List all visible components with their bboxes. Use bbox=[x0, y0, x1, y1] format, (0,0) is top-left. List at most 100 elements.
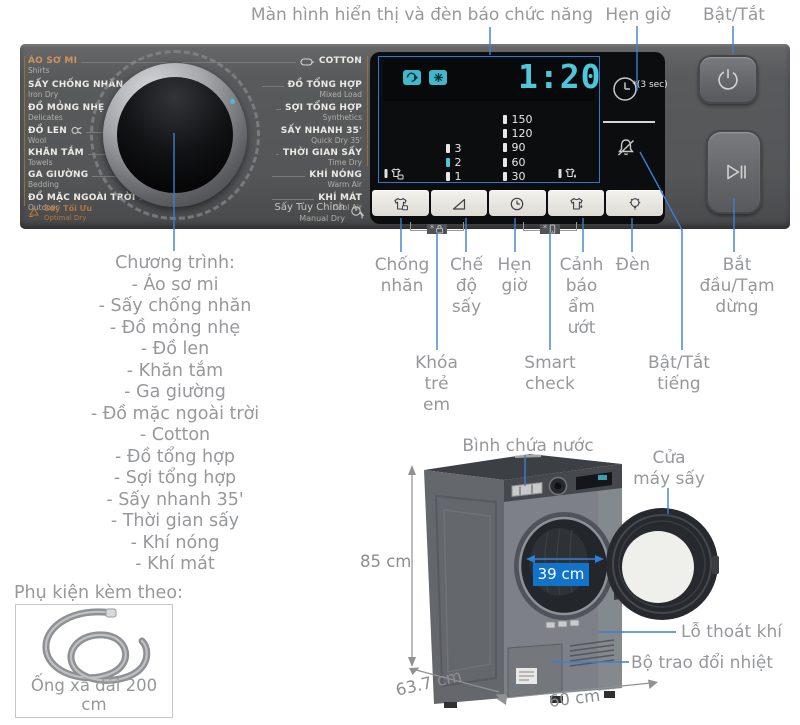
display-title-label: Màn hình hiển thị và đèn báo chức năng bbox=[250, 5, 594, 25]
program-vn: GA GIƯỜNG bbox=[28, 170, 89, 180]
vent-label: Lỗ thoát khí bbox=[681, 622, 782, 642]
list-item: - Thời gian sấy bbox=[110, 511, 240, 531]
level-marker bbox=[503, 128, 507, 138]
timer-label: Hẹn giờ bbox=[497, 255, 532, 297]
program-en: Bedding bbox=[28, 180, 59, 190]
program-list: Chương trình: - Áo sơ mi - Sấy chống nhă… bbox=[60, 253, 290, 576]
manual-dry-note: Sấy Tùy Chỉnh Manual Dry bbox=[274, 202, 366, 224]
lamp-label: Đèn bbox=[615, 255, 651, 275]
smart-check-combo-bracket: * bbox=[523, 222, 577, 234]
power-top-label: Bật/Tắt bbox=[703, 5, 765, 25]
dry-level-button[interactable] bbox=[430, 190, 488, 216]
list-item: - Sấy nhanh 35' bbox=[106, 489, 244, 510]
child-lock-combo-bracket: * bbox=[410, 222, 464, 234]
dry-level-label: Chế độ sấy bbox=[449, 255, 484, 318]
optimal-dry-rail-right bbox=[367, 56, 368, 166]
clock-icon bbox=[511, 197, 524, 210]
program-en: Shirts bbox=[28, 66, 50, 76]
accessories-title: Phụ kiện kèm theo: bbox=[14, 583, 183, 603]
manual-dry-hand-icon bbox=[351, 206, 364, 219]
manual-dry-vn: Sấy Tùy Chỉnh bbox=[274, 202, 345, 213]
time-value: 30 bbox=[511, 169, 526, 183]
level-marker-active bbox=[446, 157, 450, 167]
hold-star: * bbox=[542, 223, 548, 234]
wet-alert-button[interactable] bbox=[547, 190, 605, 216]
program-en: Quick Dry 35' bbox=[311, 136, 362, 146]
sound-toggle-label: Bật/Tắt tiếng bbox=[648, 353, 710, 395]
time-row: 120 bbox=[503, 126, 533, 140]
optimal-dry-rail bbox=[24, 56, 25, 206]
timer-button[interactable] bbox=[489, 190, 546, 216]
water-tank-label: Bình chứa nước bbox=[462, 436, 594, 456]
program-knob-cap[interactable] bbox=[117, 77, 233, 193]
cotton-icon bbox=[300, 58, 314, 66]
list-item: - Đồ tổng hợp bbox=[115, 446, 235, 467]
time-value: 120 bbox=[511, 126, 533, 140]
list-item: - Đồ mỏng nhẹ bbox=[109, 317, 241, 338]
anticrease-label: Chống nhăn bbox=[374, 255, 430, 297]
hold-3sec-note: *(3 sec) bbox=[632, 80, 668, 90]
program-en: Delicates bbox=[28, 113, 63, 123]
list-item: - Sợi tổng hợp bbox=[113, 468, 237, 488]
display-divider bbox=[603, 121, 655, 123]
remaining-time: 1:20 bbox=[518, 57, 602, 96]
smart-check-phone-icon bbox=[550, 224, 556, 234]
timer-top-label: Hẹn giờ bbox=[605, 5, 671, 25]
program-vn: THỜI GIAN SẤY bbox=[283, 148, 362, 158]
program-vn: ĐỒ MẶC NGOÀI TRỜI bbox=[28, 193, 136, 203]
shirt-anticrease-icon bbox=[394, 197, 408, 210]
level-row: 1 bbox=[446, 170, 462, 183]
knob-program-label: COTTON bbox=[182, 56, 362, 67]
drum-light-button[interactable] bbox=[606, 190, 663, 216]
list-item: - Ga giường bbox=[124, 382, 226, 402]
program-vn: SẤY CHỐNG NHĂN bbox=[28, 80, 124, 90]
child-lock-label: Khóa trẻ em bbox=[415, 353, 458, 416]
time-row: 60 bbox=[503, 155, 526, 169]
start-pause-button[interactable] bbox=[706, 130, 762, 214]
program-vn: COTTON bbox=[318, 56, 362, 66]
start-pause-icon bbox=[727, 164, 746, 180]
wet-alert-label: Cảnh báo ẩm ướt bbox=[559, 255, 604, 339]
timer-clock-icon bbox=[613, 77, 637, 101]
level-marker bbox=[503, 143, 507, 152]
program-vn: SẤY NHANH 35' bbox=[280, 126, 362, 136]
power-button[interactable] bbox=[698, 55, 758, 104]
hold-star: * bbox=[429, 223, 435, 234]
anticrease-status-icon bbox=[384, 168, 404, 180]
program-en: Warm Air bbox=[327, 180, 362, 190]
list-item: - Khí mát bbox=[135, 554, 215, 574]
program-vn: ÁO SƠ MI bbox=[28, 56, 78, 66]
function-button-row bbox=[372, 190, 663, 216]
knob-program-label: SẤY NHANH 35'Quick Dry 35' bbox=[278, 126, 362, 145]
program-en: Outdoor bbox=[28, 203, 59, 213]
level-row: 2 bbox=[446, 156, 462, 169]
program-vn: KHĂN TẮM bbox=[28, 148, 84, 158]
time-row: 150 bbox=[503, 113, 533, 126]
sound-off-bell-icon bbox=[618, 139, 634, 156]
program-en: Synthetics bbox=[322, 113, 362, 123]
anticrease-indicator-icon bbox=[403, 70, 421, 85]
bulb-icon bbox=[629, 197, 640, 210]
drum-width-badge: 39 cm bbox=[533, 563, 589, 586]
program-en: Cool Air bbox=[332, 203, 362, 213]
power-icon bbox=[718, 68, 738, 90]
level-marker bbox=[446, 143, 450, 153]
program-en: Time Dry bbox=[327, 158, 362, 168]
level-marker bbox=[503, 157, 507, 167]
drain-hose-image bbox=[42, 608, 151, 684]
level-marker bbox=[503, 171, 507, 181]
program-vn: ĐỒ MỎNG NHẸ bbox=[28, 103, 105, 113]
level-marker bbox=[503, 114, 507, 124]
program-list-title: Chương trình: bbox=[115, 253, 235, 273]
wet-status-icon bbox=[558, 168, 576, 178]
knob-tick-ring bbox=[90, 50, 260, 220]
list-item: - Áo sơ mi bbox=[131, 274, 219, 295]
program-vn: KHÍ NÓNG bbox=[309, 170, 362, 180]
anticrease-button[interactable] bbox=[372, 190, 429, 216]
program-vn: ĐỒ LEN bbox=[28, 126, 67, 136]
lock-icon bbox=[436, 225, 444, 234]
time-value: 60 bbox=[511, 155, 526, 169]
